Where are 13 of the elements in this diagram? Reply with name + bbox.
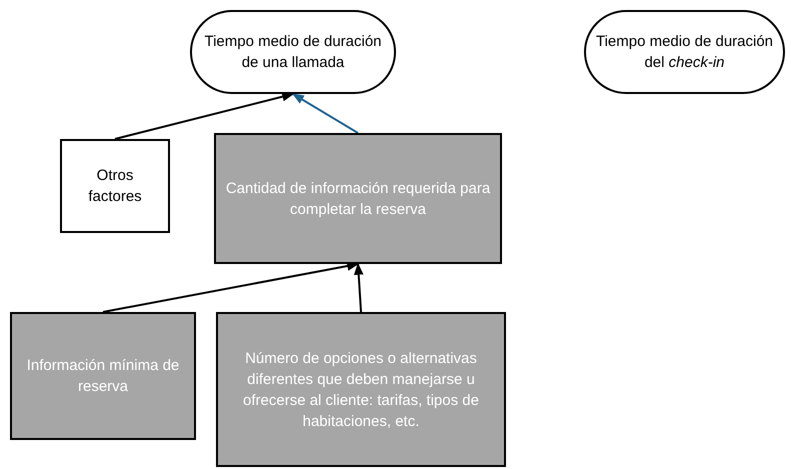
arrow	[292, 93, 359, 134]
node-label: Número de opciones o alternativas diferentes que deben manejarse u ofrecerse al cliente: tarifas, tipos de habitaciones, etc.	[242, 348, 480, 432]
process-box	[10, 312, 196, 440]
node-label: Tiempo medio de duración de una llamada	[203, 32, 383, 73]
arrow	[354, 262, 364, 312]
process-box	[60, 139, 170, 233]
node-label: Otros factores	[87, 166, 143, 207]
process-box	[216, 312, 506, 467]
arrow	[114, 92, 294, 140]
node-label: Tiempo medio de duración del check-in	[594, 32, 774, 73]
node-label: Cantidad de información requerida para completar la reserva	[224, 178, 492, 220]
node-label: Información mínima de reserva	[26, 356, 180, 397]
process-box	[214, 133, 502, 264]
